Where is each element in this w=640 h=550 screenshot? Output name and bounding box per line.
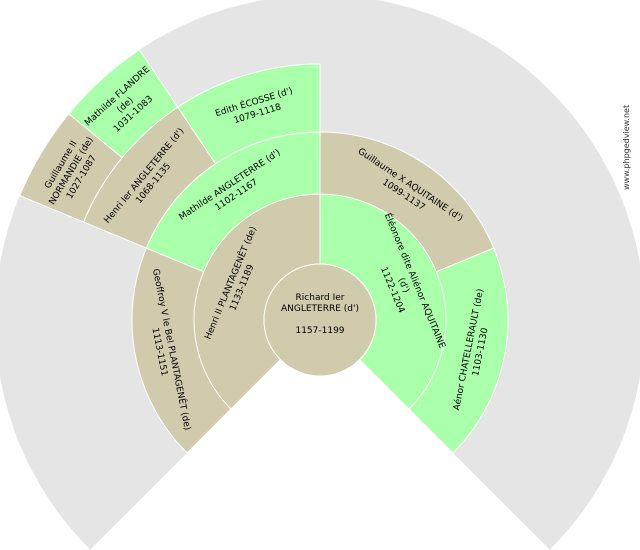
ancestor-segment-mm[interactable] — [408, 247, 509, 454]
root-person-name-line2: ANGLETERRE (d') — [281, 304, 359, 314]
root-person-disc — [263, 263, 377, 377]
root-person[interactable]: Richard Ier ANGLETERRE (d') 1157-1199 — [263, 263, 377, 377]
ancestor-segment-fmfm[interactable] — [68, 49, 179, 159]
ancestor-segment-fmm[interactable] — [177, 63, 321, 165]
root-person-dates: 1157-1199 — [295, 326, 344, 336]
watermark-text: www.phpgedview.net — [622, 104, 631, 190]
root-person-name-line1: Richard Ier — [296, 293, 345, 303]
